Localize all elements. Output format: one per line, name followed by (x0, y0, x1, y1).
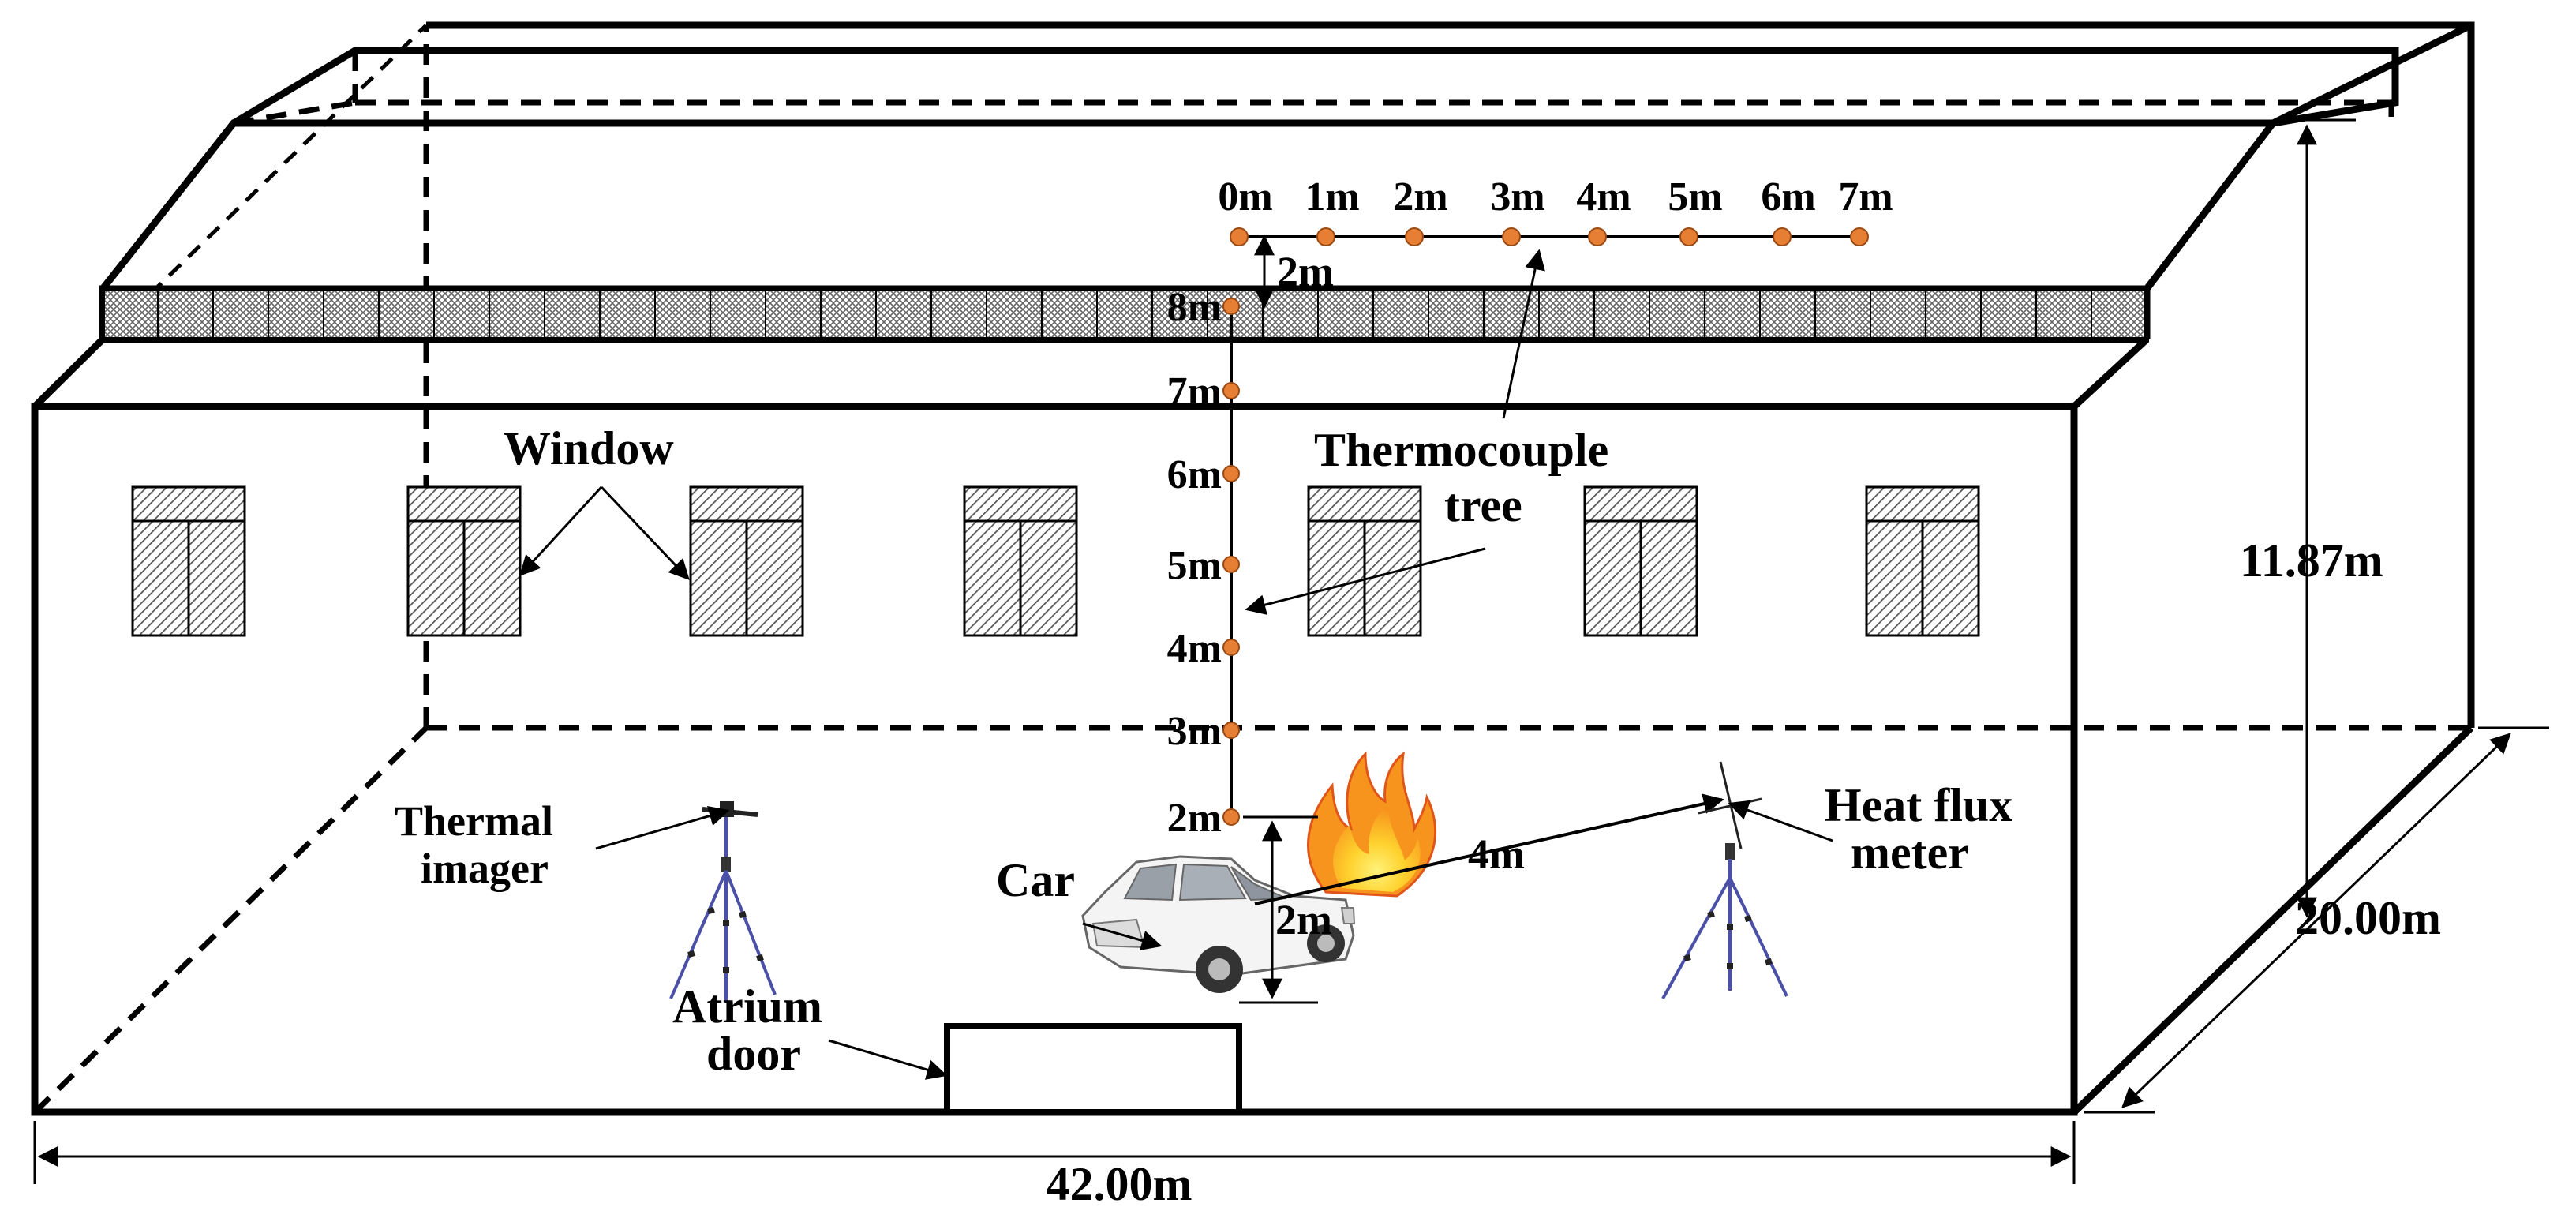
height-label: 11.87m (2240, 534, 2383, 587)
thermocouple-tree: 2m 8m 7m 6m 5m 4m 3m 2m 0m 1m 2m 3m 4m 5m 6m 7m (1167, 174, 1893, 841)
car-pointer (1082, 922, 1163, 951)
window-pointer-right (600, 485, 690, 580)
thermocouple-node-h-2m (1405, 227, 1424, 246)
fire-height-label: 2m (1275, 896, 1332, 943)
roof-slope-left (99, 119, 2281, 291)
car-to-meter-label: 4m (1468, 830, 1525, 878)
vertical-tick-8m: 8m (1167, 285, 1222, 330)
window-3 (689, 485, 804, 637)
horizontal-tick-2m: 2m (1393, 174, 1447, 219)
thermocouple-node-h-4m (1588, 227, 1607, 246)
thermocouple-node-h-7m (1850, 227, 1869, 246)
width-dimension-line (2121, 733, 2511, 1108)
tree-top-gap-label: 2m (1277, 248, 1334, 295)
thermocouple-tree-label-line2: tree (1444, 479, 1522, 531)
thermocouple-node-4m (1222, 639, 1240, 656)
window-2 (406, 485, 522, 637)
thermocouple-node-6m (1222, 465, 1240, 482)
horizontal-tick-6m: 6m (1761, 174, 1815, 219)
thermocouple-node-h-0m (1230, 227, 1249, 246)
windows (131, 485, 1980, 637)
car-label: Car (996, 854, 1075, 906)
thermocouple-node-3m (1222, 722, 1240, 739)
building-structure (31, 21, 2475, 1116)
thermal-imager-tripod (669, 801, 777, 1003)
horizontal-tick-7m: 7m (1838, 174, 1893, 219)
front-roof-slope (32, 335, 2147, 410)
roof-back-diagonal (233, 99, 356, 126)
heat-flux-meter-tripod (1661, 761, 1788, 999)
car-to-meter-arrow (1254, 793, 1724, 905)
vertical-tick-5m: 5m (1167, 543, 1222, 588)
thermocouple-node-h-5m (1679, 227, 1698, 246)
window-1 (131, 485, 246, 637)
thermocouple-node-h-1m (1316, 227, 1335, 246)
atrium-door-label-line2: door (706, 1028, 801, 1080)
skylight-band (100, 287, 2149, 342)
heat-flux-meter-pointer (1728, 800, 1833, 842)
width-label: 20.00m (2295, 892, 2441, 944)
thermocouple-node-h-3m (1502, 227, 1521, 246)
vertical-tick-4m: 4m (1167, 626, 1222, 671)
fire-height-dimension: 2m (1239, 815, 1332, 1004)
tripod-icon (1661, 761, 1788, 999)
vertical-tick-7m: 7m (1167, 369, 1222, 414)
skylight-dividers (157, 289, 2092, 339)
thermocouple-pointer-up (1502, 249, 1545, 419)
heat-flux-meter-label-line2: meter (1851, 827, 1969, 879)
window-7 (1865, 485, 1980, 637)
roof-right-slope (2271, 21, 2473, 127)
horizontal-tick-4m: 4m (1576, 174, 1631, 219)
side-wall-top (2071, 336, 2150, 410)
atrium-door-label-line1: Atrium (672, 980, 822, 1033)
thermal-imager-label-line1: Thermal (395, 797, 553, 845)
window-pointer-left (519, 485, 603, 576)
callouts: Window Thermocouple tree Thermal imager … (395, 249, 2012, 1080)
vertical-tick-3m: 3m (1167, 709, 1222, 754)
tripod-icon (669, 801, 777, 1003)
window-5 (1307, 485, 1422, 637)
heat-flux-meter-label-line1: Heat flux (1825, 779, 2012, 831)
window-6 (1583, 485, 1698, 637)
atrium-door-pointer (828, 1039, 948, 1080)
horizontal-tick-3m: 3m (1490, 174, 1544, 219)
thermal-imager-label-line2: imager (421, 845, 549, 892)
vertical-tick-2m: 2m (1167, 796, 1222, 841)
fire-icon (1307, 751, 1436, 898)
floor-left-diagonal (32, 725, 429, 1115)
atrium-door (944, 1023, 1242, 1115)
thermocouple-node-8m (1222, 298, 1240, 315)
horizontal-tick-0m: 0m (1218, 174, 1272, 219)
window-label: Window (504, 422, 674, 474)
roof-ridge (231, 47, 2399, 127)
thermal-imager-pointer (595, 805, 730, 850)
thermocouple-node-h-6m (1773, 227, 1792, 246)
thermocouple-node-5m (1222, 556, 1240, 573)
thermocouple-node-2m (1222, 808, 1240, 826)
length-label: 42.00m (1046, 1158, 1193, 1210)
horizontal-tick-5m: 5m (1668, 174, 1722, 219)
horizontal-tick-1m: 1m (1305, 174, 1359, 219)
dimensions: 42.00m 20.00m 11.87m (33, 118, 2549, 1210)
window-4 (963, 485, 1078, 637)
thermocouple-node-7m (1222, 382, 1240, 399)
thermocouple-tree-label-line1: Thermocouple (1314, 424, 1608, 476)
thermocouple-pointer-down (1245, 547, 1486, 615)
vertical-tick-6m: 6m (1167, 452, 1222, 497)
